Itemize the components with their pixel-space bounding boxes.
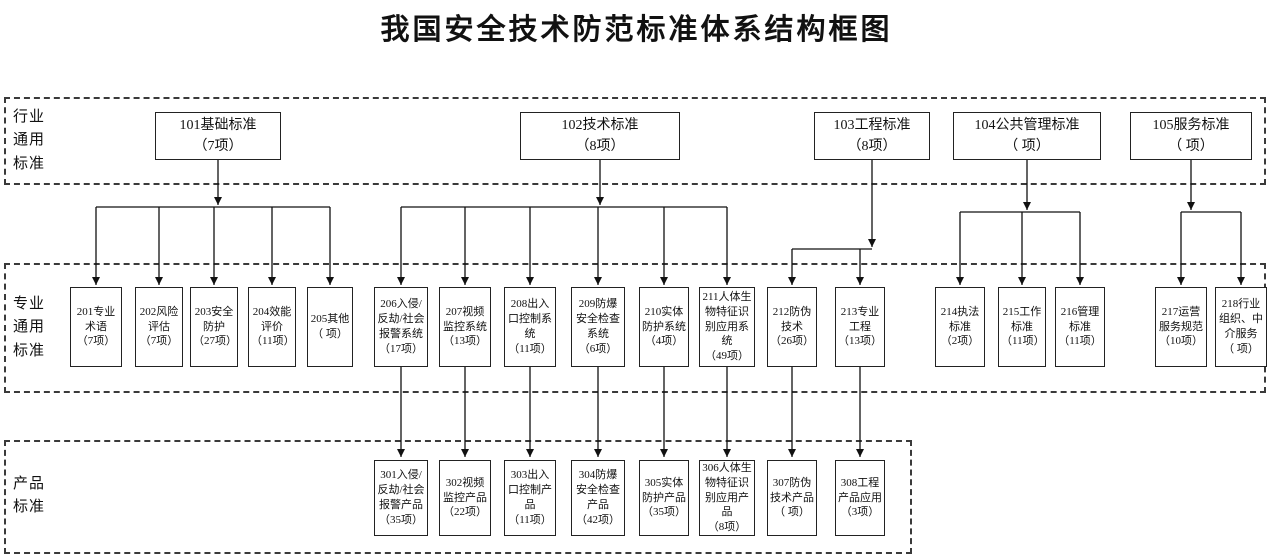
band-product-label: 产品 标准: [13, 476, 46, 516]
node-308-engineering-product-application: 308工程产品应用 （3项）: [835, 460, 885, 536]
node-216-management-standards: 216管理标准 （11项）: [1055, 287, 1105, 367]
band-industry-general-standards: [4, 97, 1266, 185]
band-product-standards: [4, 440, 912, 554]
node-205-other: 205其他 （ 项）: [307, 287, 353, 367]
node-103-engineering-standards: 103工程标准 （8项）: [814, 112, 930, 160]
node-101-basic-standards: 101基础标准 （7项）: [155, 112, 281, 160]
node-213-professional-engineering: 213专业工程 （13项）: [835, 287, 885, 367]
band-industry-label: 行业 通用 标准: [13, 109, 46, 172]
node-218-industry-organization-intermediary: 218行业组织、中介服务 （ 项）: [1215, 287, 1267, 367]
node-208-access-control-system: 208出入口控制系统 （11项）: [504, 287, 556, 367]
band-professional-label: 专业 通用 标准: [13, 296, 46, 359]
node-211-biometric-recognition-system: 211人体生物特征识别应用系统 （49项）: [699, 287, 755, 367]
node-201-terminology: 201专业术语 （7项）: [70, 287, 122, 367]
diagram-title: 我国安全技术防范标准体系结构框图: [380, 14, 893, 46]
node-214-law-enforcement-standards: 214执法标准 （2项）: [935, 287, 985, 367]
node-212-anti-counterfeiting-technology: 212防伪技术 （26项）: [767, 287, 817, 367]
node-215-work-standards: 215工作标准 （11项）: [998, 287, 1046, 367]
node-104-public-management-standards: 104公共管理标准 （ 项）: [953, 112, 1101, 160]
node-301-intrusion-alarm-products: 301入侵/反劫/社会报警产品 （35项）: [374, 460, 428, 536]
node-210-physical-protection-system: 210实体防护系统 （4项）: [639, 287, 689, 367]
node-305-physical-protection-products: 305实体防护产品 （35项）: [639, 460, 689, 536]
node-303-access-control-products: 303出入口控制产品 （11项）: [504, 460, 556, 536]
node-202-risk-assessment: 202风险评估 （7项）: [135, 287, 183, 367]
node-209-explosion-proof-inspection-system: 209防爆安全检查系统 （6项）: [571, 287, 625, 367]
node-102-technical-standards: 102技术标准 （8项）: [520, 112, 680, 160]
node-105-service-standards: 105服务标准 （ 项）: [1130, 112, 1252, 160]
node-304-explosion-proof-inspection-products: 304防爆安全检查产品 （42项）: [571, 460, 625, 536]
node-307-anti-counterfeiting-products: 307防伪技术产品 （ 项）: [767, 460, 817, 536]
node-217-operation-service-specs: 217运营服务规范 （10项）: [1155, 287, 1207, 367]
node-302-video-surveillance-products: 302视频监控产品 （22项）: [439, 460, 491, 536]
node-204-effectiveness-evaluation: 204效能评价 （11项）: [248, 287, 296, 367]
node-206-intrusion-alarm-system: 206入侵/反劫/社会报警系统 （17项）: [374, 287, 428, 367]
node-306-biometric-recognition-products: 306人体生物特征识别应用产品 （8项）: [699, 460, 755, 536]
node-203-security-protection: 203安全防护 （27项）: [190, 287, 238, 367]
node-207-video-surveillance-system: 207视频监控系统 （13项）: [439, 287, 491, 367]
